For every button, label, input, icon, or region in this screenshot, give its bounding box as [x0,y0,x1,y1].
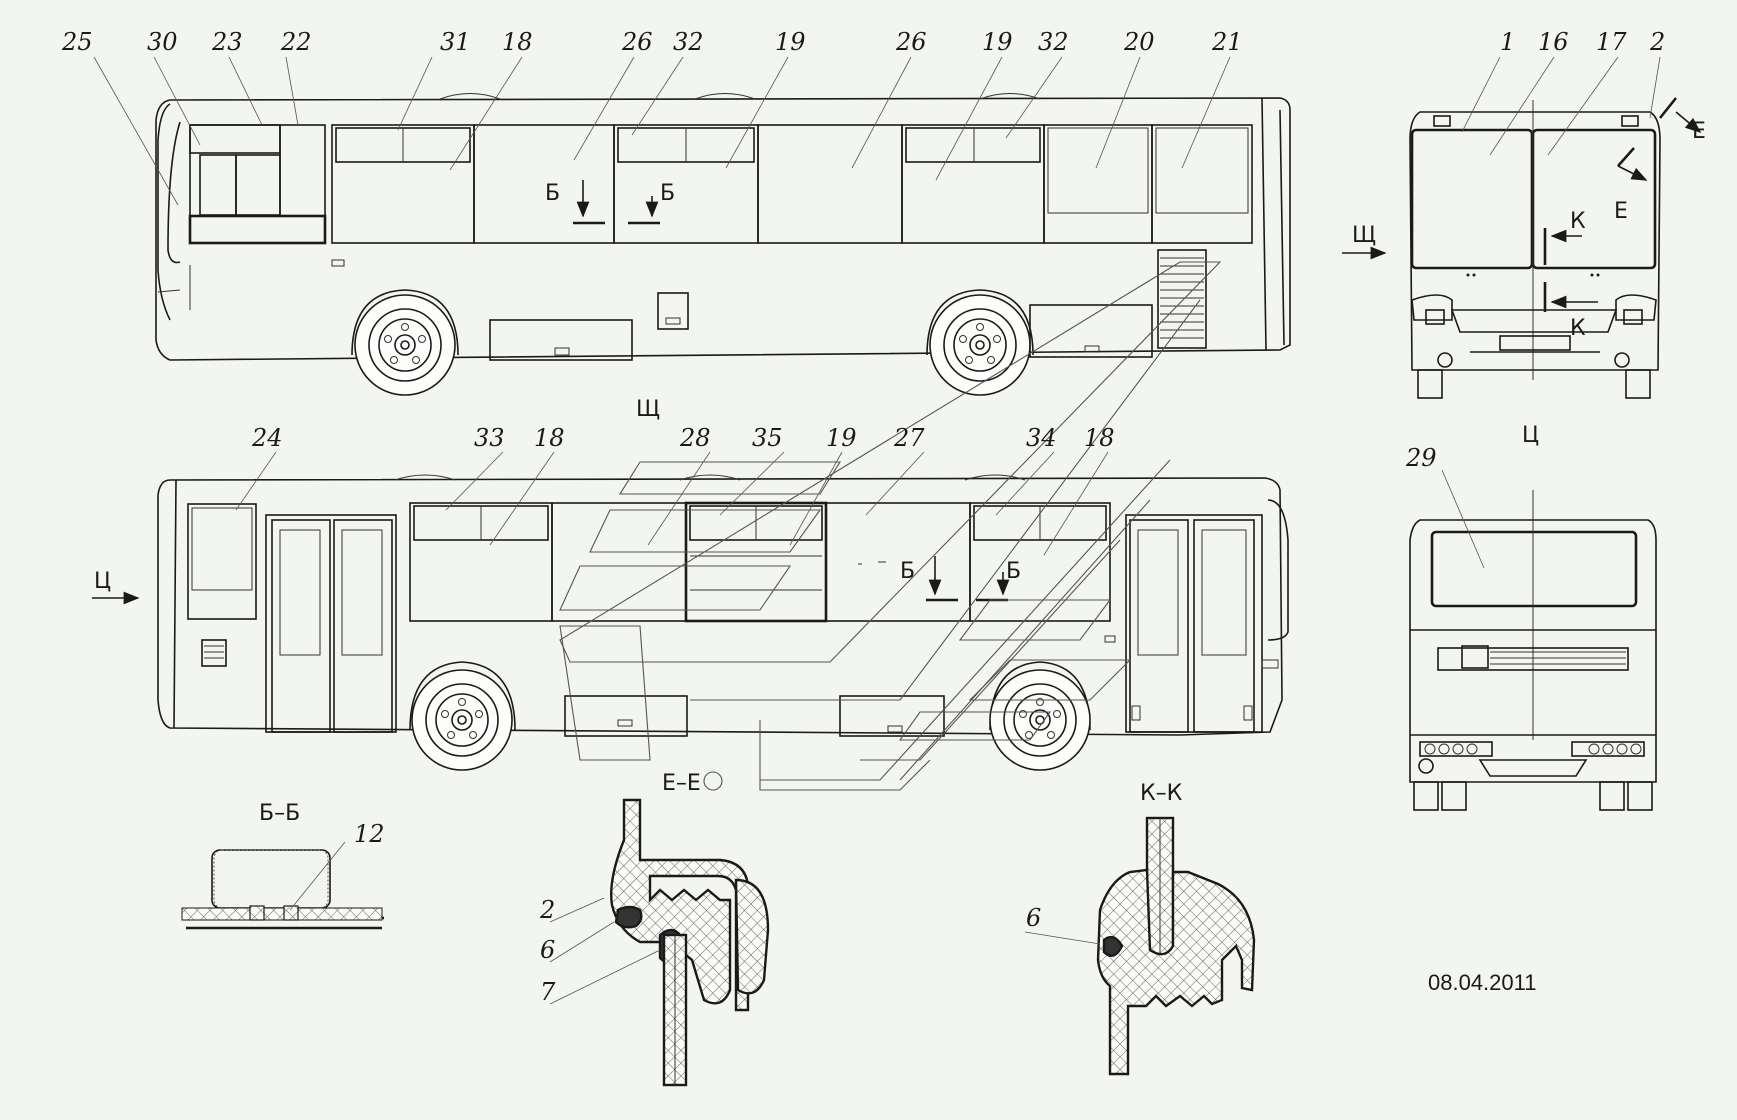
section-mark-b2: Б [660,181,675,206]
callout-19: 19 [775,28,806,56]
section-mark-b4: Б [1006,559,1021,584]
callout-6: 6 [540,936,555,964]
callout-25: 25 [61,28,93,56]
callout-35: 35 [752,424,783,452]
callout-26: 26 [621,28,653,56]
callout-2: 2 [1649,28,1665,56]
drawing-date: 08.04.2011 [1428,970,1536,995]
section-marks: Б Б Б Б К К Е Е Щ Щ Ц Ц [94,119,1706,594]
callout-6b: 6 [1026,904,1041,932]
callout-22: 22 [280,28,312,56]
ghost-overlay [559,261,1222,791]
callout-34: 34 [1026,424,1057,452]
callout-33: 33 [474,424,505,452]
section-b-b [181,849,384,930]
callout-31: 31 [440,28,471,56]
view-mark-ts2: Ц [1522,423,1539,448]
leader-lines [93,56,1661,1005]
section-mark-b1: Б [545,181,560,206]
section-mark-b3: Б [900,559,915,584]
callout-30: 30 [147,28,178,56]
callout-12: 12 [354,820,385,848]
callout-21: 21 [1211,28,1243,56]
callout-23: 23 [211,28,243,56]
callout-18c: 18 [1084,424,1115,452]
callout-32: 32 [673,28,704,56]
callout-27: 27 [893,424,925,452]
callout-18: 18 [502,28,533,56]
bus-front-view [1342,97,1702,399]
callout-20: 20 [1123,28,1155,56]
callout-26b: 26 [895,28,927,56]
callout-17: 17 [1596,28,1627,56]
callout-18b: 18 [534,424,565,452]
view-mark-ts1: Ц [94,569,111,594]
callout-29: 29 [1405,444,1437,472]
bus-rear-view [1409,490,1657,811]
view-mark-shch1: Щ [1352,223,1376,248]
callout-16: 16 [1538,28,1569,56]
section-e-e [610,798,770,1087]
callout-2b: 2 [539,896,555,924]
callout-7: 7 [540,978,556,1006]
section-k-k [1096,816,1256,1076]
callout-32b: 32 [1038,28,1069,56]
section-titles: Б–Б Е–Е К–К [259,771,1183,826]
callout-19b: 19 [982,28,1013,56]
bus-side-view-right [155,93,1291,396]
section-mark-k2: К [1570,316,1586,341]
callout-19c: 19 [826,424,857,452]
section-title-b-b: Б–Б [259,801,300,826]
callout-24: 24 [251,424,283,452]
section-title-k-k: К–К [1140,781,1183,806]
view-mark-shch2: Щ [636,397,660,422]
callout-numbers: 25 30 23 22 31 18 26 32 19 26 19 32 20 2… [61,28,1665,1006]
section-title-e-e: Е–Е [662,771,701,796]
callout-28: 28 [679,424,711,452]
bus-side-view-left [157,474,1289,771]
section-mark-k1: К [1570,209,1586,234]
section-mark-e2: Е [1614,199,1628,224]
callout-1: 1 [1500,28,1515,56]
section-mark-e1: Е [1692,119,1706,144]
